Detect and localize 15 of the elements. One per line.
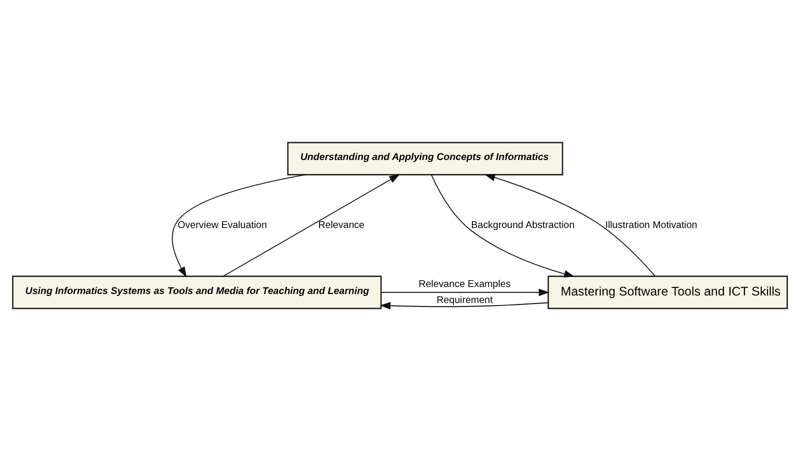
node-box: Understanding and Applying Concepts of Informatics: [287, 141, 564, 175]
arrow: [222, 174, 400, 276]
node-box: Mastering Software Tools and ICT Skills: [548, 275, 788, 309]
node-box: Using Informatics Systems as Tools and Media for Teaching and Learning: [12, 275, 382, 309]
arrow: [380, 288, 550, 296]
edge-label: Requirement: [436, 294, 493, 306]
edge-label: Overview Evaluation: [178, 219, 267, 230]
arrow: [430, 174, 575, 277]
edge-label: Relevance Examples: [418, 278, 511, 290]
edge-label: Background Abstraction: [471, 219, 575, 230]
arrow: [380, 302, 548, 310]
arrow: [172, 174, 306, 277]
edge-label: Illustration Motivation: [605, 219, 698, 230]
arrow: [484, 173, 656, 276]
edge-label: Relevance: [318, 219, 365, 230]
